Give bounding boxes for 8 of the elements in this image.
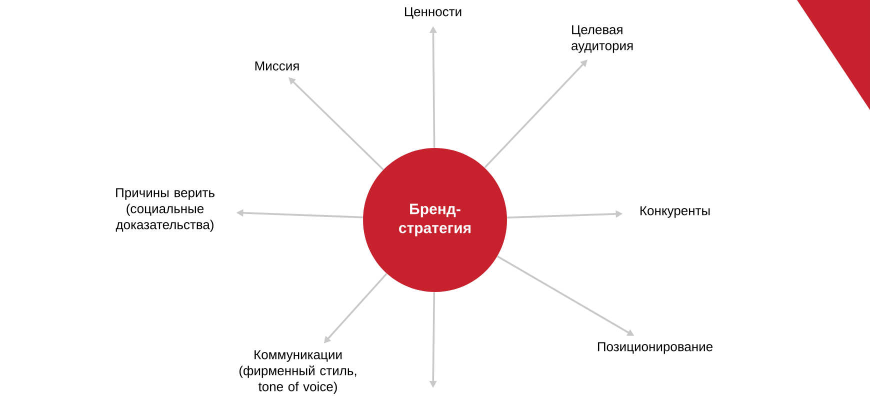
node-label: Коммуникации (фирменный стиль, tone of voice): [239, 350, 356, 394]
node-label: Ценности: [405, 7, 462, 19]
node-label: Миссия: [255, 61, 299, 71]
node-label: Причины верить (социальные доказательства): [116, 188, 214, 232]
node-label: Целевая аудитория: [572, 25, 633, 53]
node-label: Конкуренты: [640, 206, 710, 218]
node-label: Позиционирование: [598, 342, 712, 354]
circle-node: Бренд- стратегия: [363, 148, 507, 292]
